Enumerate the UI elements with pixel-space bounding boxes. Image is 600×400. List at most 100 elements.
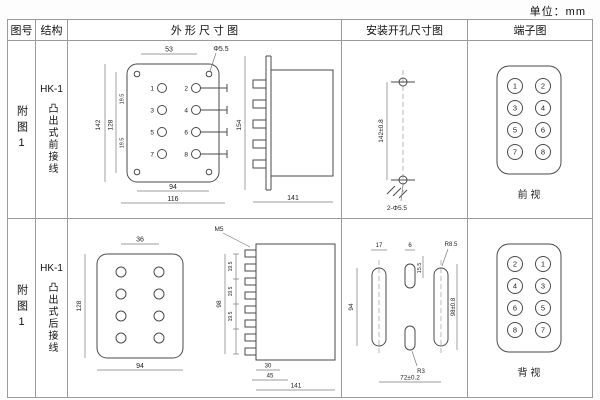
terminal-number: 3 bbox=[150, 107, 154, 114]
terminal-number: 6 bbox=[184, 129, 188, 136]
dim-label: 141 bbox=[290, 383, 301, 390]
terminal-number: 1 bbox=[541, 260, 545, 269]
terminal-number: 5 bbox=[150, 129, 154, 136]
row2-structure: HK-1 凸出式后接线 bbox=[36, 219, 68, 397]
terminal-number: 5 bbox=[541, 304, 545, 313]
row1-side-view bbox=[252, 55, 333, 190]
header-fig-no: 图号 bbox=[8, 20, 36, 41]
terminal-number: 8 bbox=[184, 151, 188, 158]
row2-terminal-numbers: 2 1 4 3 6 5 8 7 bbox=[513, 260, 545, 335]
dim-label: 141 bbox=[287, 195, 299, 202]
row2-mounting-centerlines bbox=[378, 260, 441, 354]
terminal-number: 4 bbox=[513, 282, 517, 291]
row1-mounting-cell: 142±0.8 2-Φ5.5 bbox=[342, 41, 468, 219]
header-outline: 外 形 尺 寸 图 bbox=[68, 20, 342, 41]
row1-structure-label: 凸出式前接线 bbox=[46, 103, 57, 175]
dim-label: 19.5 bbox=[228, 311, 234, 321]
row1-terminal-cell: 1 2 3 4 5 6 7 8 前 视 bbox=[468, 41, 592, 219]
dim-label: 53 bbox=[165, 46, 173, 53]
terminal-number: 7 bbox=[541, 326, 545, 335]
view-label: 背 视 bbox=[518, 366, 541, 379]
row2-outline-labels: 36 128 94 M5 98 19.5 19.5 19.5 30 45 141 bbox=[76, 226, 302, 390]
dim-label: 142 bbox=[95, 119, 102, 130]
row1-outline-dim-lines bbox=[104, 52, 333, 203]
row1-front-view bbox=[126, 63, 227, 182]
dim-label: 128 bbox=[76, 300, 83, 311]
row1-mounting-holes bbox=[386, 77, 415, 198]
view-label: 前 视 bbox=[518, 188, 541, 201]
terminal-number: 8 bbox=[541, 147, 545, 156]
dim-label: 45 bbox=[266, 374, 273, 380]
row2-terminal-outline bbox=[496, 243, 562, 353]
dim-label: R8.5 bbox=[444, 242, 457, 248]
dim-label: 6 bbox=[408, 243, 412, 249]
header-mounting: 安装开孔尺寸图 bbox=[342, 20, 468, 41]
row1-terminal-diagram: 1 2 3 4 5 6 7 8 前 视 bbox=[496, 65, 562, 201]
terminal-number: 8 bbox=[513, 326, 517, 335]
row2-outline-cell: 36 128 94 M5 98 19.5 19.5 19.5 30 45 141 bbox=[68, 219, 342, 397]
row2-mounting-cell: 17 6 15.5 R8.5 94 98±0.8 R3 72±0.2 bbox=[342, 219, 468, 397]
terminal-number: 7 bbox=[513, 147, 517, 156]
header-terminal: 端子图 bbox=[468, 20, 592, 41]
row1-outline-labels: 53 Φ5.5 142 128 19.5 19.5 94 116 154 141… bbox=[95, 46, 299, 203]
dim-label: 15.5 bbox=[417, 263, 423, 274]
terminal-number: 3 bbox=[541, 282, 545, 291]
row1-mounting-dim-lines bbox=[386, 81, 403, 201]
dim-label: 19.5 bbox=[119, 137, 125, 148]
dim-label: 36 bbox=[136, 237, 144, 244]
dim-label: 116 bbox=[167, 196, 178, 203]
dim-label: 19.5 bbox=[228, 261, 234, 271]
dim-label: 19.5 bbox=[228, 286, 234, 296]
row1-terminal-outline bbox=[496, 65, 562, 174]
row1-structure: HK-1 凸出式前接线 bbox=[36, 41, 68, 219]
dim-label: 72±0.2 bbox=[400, 375, 420, 382]
row2-fig-no: 附图1 bbox=[8, 219, 36, 397]
row2-structure-label: 凸出式后接线 bbox=[46, 281, 57, 354]
dim-label: 2-Φ5.5 bbox=[386, 205, 406, 212]
terminal-number: 2 bbox=[541, 81, 545, 90]
row1-terminal-numbers: 1 2 3 4 5 6 7 8 bbox=[513, 81, 545, 156]
terminal-number: 6 bbox=[541, 125, 545, 134]
dim-label: 128 bbox=[107, 119, 114, 130]
row2-side-view bbox=[244, 243, 335, 361]
terminal-number: 6 bbox=[513, 304, 517, 313]
terminal-number: 2 bbox=[513, 260, 517, 269]
dim-label: 94 bbox=[136, 363, 144, 370]
terminal-number: 7 bbox=[150, 151, 154, 158]
row1-model-label: HK-1 bbox=[40, 84, 63, 95]
header-structure: 结构 bbox=[36, 20, 68, 41]
row2-rear-view bbox=[96, 253, 183, 359]
terminal-number: 3 bbox=[513, 103, 517, 112]
terminal-number: 5 bbox=[513, 125, 517, 134]
unit-label: 单位：mm bbox=[529, 6, 586, 18]
dim-label: Φ5.5 bbox=[213, 46, 228, 53]
dim-label: 98±0.8 bbox=[451, 297, 457, 316]
dim-label: 98 bbox=[216, 300, 223, 308]
dim-label: 142±0.8 bbox=[378, 118, 385, 142]
dim-label: R3 bbox=[417, 369, 425, 375]
row2-mounting-slots bbox=[371, 263, 448, 351]
terminal-number: 1 bbox=[150, 85, 154, 92]
row2-outline-drawing: 36 128 94 M5 98 19.5 19.5 19.5 30 45 141 bbox=[76, 226, 335, 391]
terminal-number: 4 bbox=[541, 103, 545, 112]
row1-fig-no: 附图1 bbox=[8, 41, 36, 219]
terminal-number: 1 bbox=[513, 81, 517, 90]
dim-label: 94 bbox=[169, 184, 177, 191]
dim-label: 30 bbox=[264, 364, 271, 370]
row2-mounting-labels: 17 6 15.5 R8.5 94 98±0.8 R3 72±0.2 bbox=[348, 242, 458, 382]
dim-label: 17 bbox=[375, 243, 382, 249]
terminal-number: 2 bbox=[184, 85, 188, 92]
row2-terminal-diagram: 2 1 4 3 6 5 8 7 背 视 bbox=[496, 243, 562, 379]
dim-label: 94 bbox=[348, 303, 355, 311]
row1-mounting-drawing: 142±0.8 2-Φ5.5 bbox=[378, 69, 415, 212]
dim-label: 19.5 bbox=[119, 93, 125, 104]
row1-outline-drawing: 53 Φ5.5 142 128 19.5 19.5 94 116 154 141… bbox=[95, 46, 333, 203]
terminal-number: 4 bbox=[184, 107, 188, 114]
dim-label: 154 bbox=[236, 119, 243, 130]
dimension-table: 图号 结构 外 形 尺 寸 图 安装开孔尺寸图 端子图 附图1 HK-1 凸出式… bbox=[7, 19, 593, 398]
row1-mounting-labels: 142±0.8 2-Φ5.5 bbox=[378, 118, 407, 211]
row2-mounting-drawing: 17 6 15.5 R8.5 94 98±0.8 R3 72±0.2 bbox=[348, 242, 458, 383]
row2-outline-dim-lines bbox=[84, 232, 335, 391]
row2-model-label: HK-1 bbox=[40, 262, 63, 274]
